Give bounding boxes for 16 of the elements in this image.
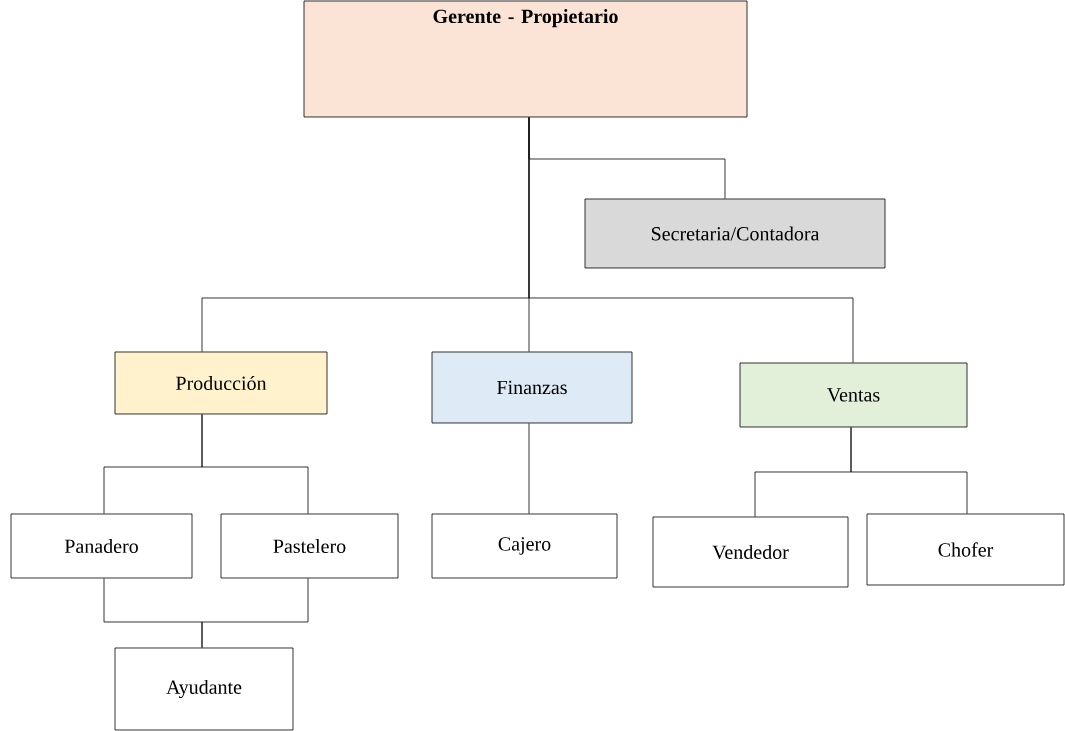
connector-line <box>201 414 309 514</box>
org-box: Finanzas <box>431 351 633 424</box>
connector-line <box>850 427 968 514</box>
connector-line <box>201 578 309 648</box>
org-box: Cajero <box>431 513 618 579</box>
org-box: Vendedor <box>652 516 849 588</box>
org-box: Pastelero <box>220 513 399 579</box>
org-box: Panadero <box>10 513 193 579</box>
org-box: Ventas <box>739 362 968 428</box>
org-box: Gerente - Propietario <box>303 0 748 118</box>
org-box: Secretaria/Contadora <box>584 198 886 269</box>
org-box: Chofer <box>866 513 1065 586</box>
org-box: Producción <box>114 351 328 415</box>
org-box: Ayudante <box>114 647 294 731</box>
connector-line <box>528 423 530 514</box>
connector-line <box>528 117 854 363</box>
